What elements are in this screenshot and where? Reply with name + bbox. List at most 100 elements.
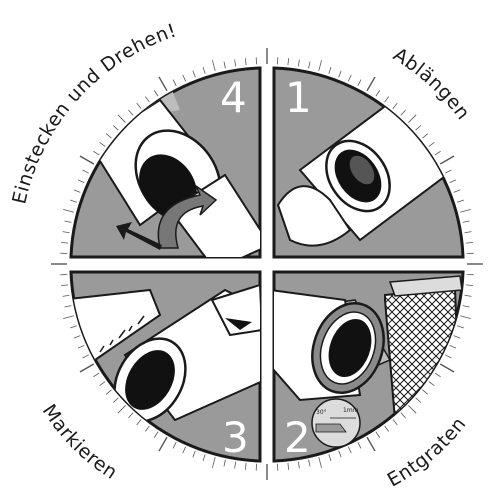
ring-tick (339, 451, 342, 458)
ring-tick (61, 285, 68, 286)
ring-tick (154, 432, 158, 438)
ring-tick (440, 156, 454, 164)
ring-tick (329, 454, 331, 461)
ring-tick (408, 405, 416, 413)
ring-tick (83, 170, 89, 173)
tick-ring (51, 48, 483, 480)
step-number-1: 1 (285, 73, 312, 122)
ring-tick (159, 77, 167, 91)
ring-tick (78, 345, 84, 348)
ring-tick (309, 62, 310, 69)
ring-tick (70, 200, 77, 202)
ring-tick (80, 364, 94, 372)
ring-tick (393, 419, 397, 424)
ring-tick (298, 60, 299, 67)
ring-tick (154, 90, 158, 96)
ring-tick (93, 151, 99, 155)
ring-tick (401, 413, 406, 418)
ring-tick (128, 413, 133, 418)
ring-tick (463, 306, 470, 307)
ring-tick (145, 426, 149, 432)
ring-tick (408, 115, 416, 123)
ring-tick (100, 142, 106, 146)
ring-tick (416, 125, 421, 130)
ring-tick (454, 190, 461, 193)
ring-tick (465, 295, 472, 296)
ring-tick (113, 398, 118, 403)
ring-tick (100, 382, 106, 386)
quadrant-step-3: 3 (60, 272, 265, 462)
ring-tick (450, 180, 456, 183)
step-number-3: 3 (222, 413, 249, 462)
ring-tick (450, 345, 456, 348)
ring-tick (376, 90, 380, 96)
ring-tick (401, 110, 406, 115)
ring-tick (137, 419, 141, 424)
ring-tick (460, 209, 471, 212)
ring-tick (393, 103, 397, 108)
ring-tick (70, 326, 77, 328)
ring-tick (74, 190, 81, 193)
ring-tick (212, 457, 215, 468)
ring-tick (319, 60, 322, 71)
ring-tick (183, 447, 186, 453)
ring-tick (466, 285, 473, 286)
label-step-1: Ablängen (389, 44, 474, 125)
step-number-4: 4 (220, 73, 247, 122)
ring-tick (288, 58, 289, 65)
ring-tick (445, 355, 451, 358)
ring-tick (106, 390, 111, 394)
ring-tick (429, 382, 435, 386)
ring-tick (224, 62, 225, 69)
ring-tick (137, 103, 141, 108)
ring-tick (429, 142, 435, 146)
ring-tick (93, 373, 99, 377)
ring-tick (193, 451, 196, 458)
ring-tick (319, 457, 322, 468)
ring-tick (245, 463, 246, 470)
ring-tick (63, 209, 74, 212)
ring-tick (435, 151, 441, 155)
ring-tick (460, 316, 471, 319)
ring-tick (298, 462, 299, 469)
ring-tick (203, 454, 205, 461)
ring-tick (183, 75, 186, 81)
ring-tick (465, 232, 472, 233)
ring-tick (416, 398, 421, 403)
ring-tick (367, 437, 375, 451)
deburr-depth-label: 1mm (343, 407, 359, 414)
ring-tick (63, 295, 70, 296)
ring-tick (118, 405, 126, 413)
ring-tick (235, 462, 236, 469)
ring-tick (128, 110, 133, 115)
ring-tick (173, 80, 176, 86)
ring-tick (63, 232, 70, 233)
ring-tick (83, 355, 89, 358)
ring-tick (457, 200, 464, 202)
ring-tick (118, 115, 126, 123)
ring-tick (466, 242, 473, 243)
ring-tick (235, 60, 236, 67)
ring-tick (422, 134, 427, 138)
ring-tick (65, 221, 72, 222)
ring-tick (348, 75, 351, 81)
ring-tick (385, 97, 389, 103)
ring-tick (457, 326, 464, 328)
ring-tick (445, 170, 451, 173)
ring-tick (367, 77, 375, 91)
ring-tick (74, 336, 81, 339)
ring-tick (358, 80, 361, 86)
ring-tick (65, 306, 72, 307)
step-number-2: 2 (284, 413, 311, 462)
ring-tick (435, 373, 441, 377)
ring-tick (329, 67, 331, 74)
ring-tick (106, 134, 111, 138)
ring-tick (422, 390, 427, 394)
ring-tick (173, 442, 176, 448)
ring-tick (454, 336, 461, 339)
ring-tick (385, 426, 389, 432)
ring-tick (212, 60, 215, 71)
ring-tick (288, 463, 289, 470)
ring-tick (61, 242, 68, 243)
